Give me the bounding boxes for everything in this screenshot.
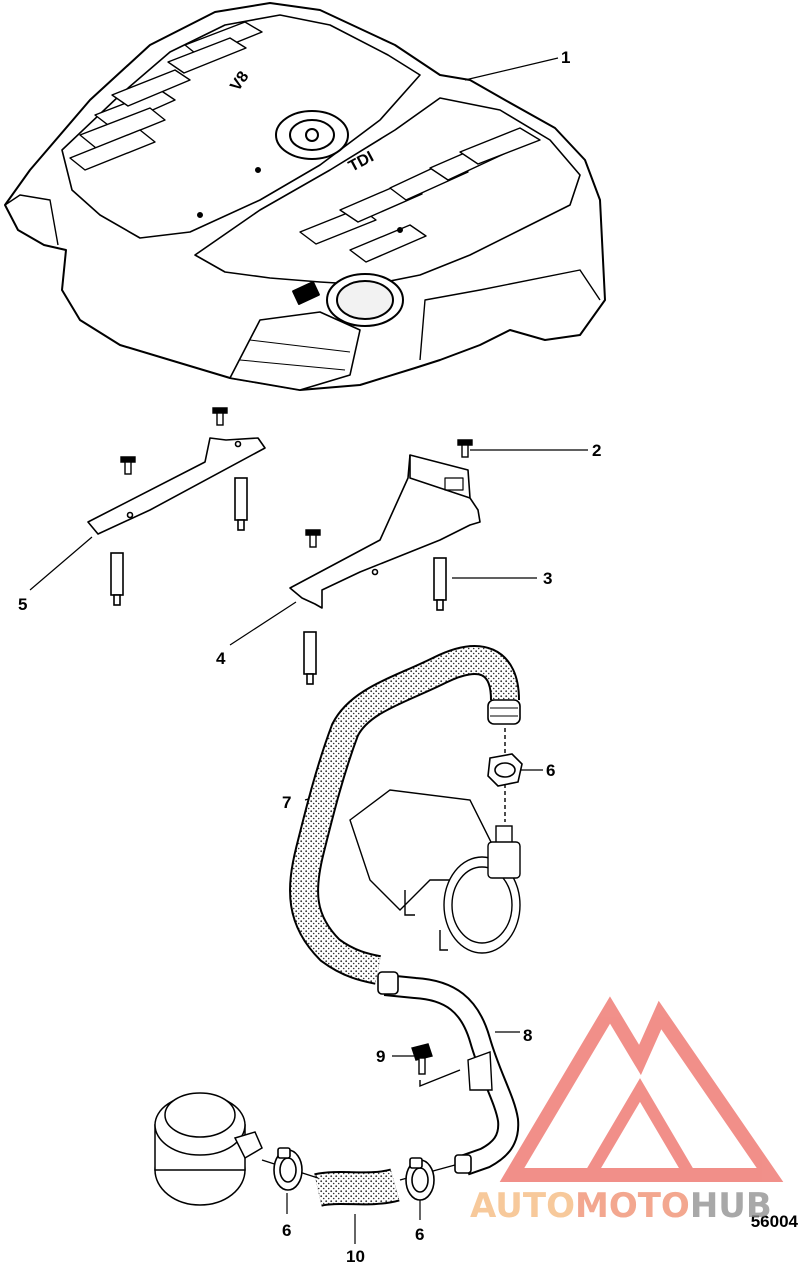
breather-filter <box>349 789 521 954</box>
callout-6-right: 6 <box>415 1225 425 1244</box>
filter-nipple <box>487 728 521 879</box>
callout-8: 8 <box>523 1026 533 1045</box>
bolt-9 <box>411 1043 461 1088</box>
bolts <box>120 407 473 548</box>
clamp-6-right <box>405 1157 435 1201</box>
clamp-6-left <box>273 1147 303 1191</box>
callout-6-left: 6 <box>282 1221 292 1240</box>
hose-8 <box>377 971 520 1176</box>
clamp-6-top <box>487 753 523 787</box>
watermark-part-hub: HUB <box>689 1186 772 1226</box>
callout-7: 7 <box>282 793 292 812</box>
callout-5: 5 <box>18 595 28 614</box>
watermark-part-moto: MOTO <box>574 1186 690 1226</box>
callout-9: 9 <box>376 1047 386 1066</box>
callout-10: 10 <box>346 1247 365 1266</box>
watermark-text: AUTOMOTOHUB <box>470 1186 772 1226</box>
bracket-5 <box>87 437 266 535</box>
callout-2: 2 <box>592 441 602 460</box>
watermark-part-auto: AUTO <box>470 1186 575 1226</box>
callout-1: 1 <box>561 48 571 67</box>
standoff-studs <box>110 477 447 685</box>
callout-3: 3 <box>543 569 553 588</box>
bracket-4 <box>289 454 481 609</box>
watermark-logo <box>499 996 784 1182</box>
figure-number: 56004 <box>750 1212 798 1231</box>
callout-6-top: 6 <box>546 761 556 780</box>
lower-breather <box>154 1092 263 1206</box>
engine-cover <box>4 2 606 391</box>
callout-4: 4 <box>216 649 226 668</box>
hose-7 <box>289 645 521 985</box>
